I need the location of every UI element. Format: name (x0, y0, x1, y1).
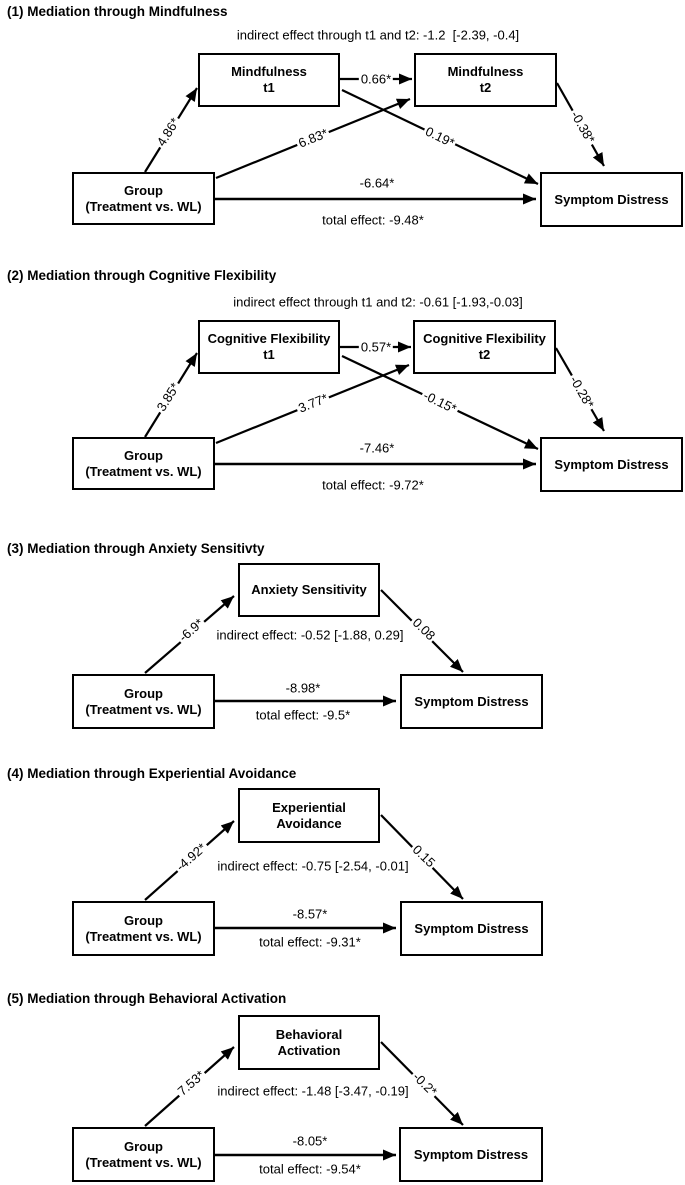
panel-2-cognitive-flexibility-t2-box: Cognitive Flexibility t2 (413, 320, 556, 374)
panel-3-indirect-effect-label: indirect effect: -0.52 [-1.88, 0.29] (216, 627, 404, 643)
panel-3-total-effect-label: total effect: -9.5* (255, 707, 351, 723)
panel-3-symptom-distress-box: Symptom Distress (400, 674, 543, 729)
panel-2-cognitive-flexibility-t1-box: Cognitive Flexibility t1 (198, 320, 340, 374)
panel-1-mindfulness-t1-box: Mindfulness t1 (198, 53, 340, 107)
panel-2-symptom-distress-box: Symptom Distress (540, 437, 683, 492)
panel-1-mindfulness-t2-box: Mindfulness t2 (414, 53, 557, 107)
panel-1-symptom-distress-box: Symptom Distress (540, 172, 683, 227)
panel-4-direct-effect-label: -8.57* (292, 906, 328, 922)
panel-4-symptom-distress-box: Symptom Distress (400, 901, 543, 956)
panel-5-symptom-distress-box: Symptom Distress (399, 1127, 543, 1182)
panel-5-indirect-effect-label: indirect effect: -1.48 [-3.47, -0.19] (217, 1083, 409, 1099)
panel-2-path-t1-t2-label: 0.57* (358, 339, 394, 355)
panel-4-group-box: Group (Treatment vs. WL) (72, 901, 215, 956)
panel-2-direct-effect-label: -7.46* (359, 440, 395, 456)
panel-1-indirect-effect-label: indirect effect through t1 and t2: -1.2 … (236, 27, 520, 43)
panel-3-group-box: Group (Treatment vs. WL) (72, 674, 215, 729)
panel-1-group-box: Group (Treatment vs. WL) (72, 172, 215, 225)
panel-5-total-effect-label: total effect: -9.54* (259, 1161, 361, 1177)
panel-5-direct-effect-label: -8.05* (292, 1133, 328, 1149)
panel-1-total-effect-label: total effect: -9.48* (322, 212, 424, 228)
panel-2-group-box: Group (Treatment vs. WL) (72, 437, 215, 490)
panel-5-title: (5) Mediation through Behavioral Activat… (7, 991, 287, 1006)
panel-1-direct-effect-label: -6.64* (359, 175, 395, 191)
panel-5-behavioral-activation-box: Behavioral Activation (238, 1015, 380, 1070)
panel-3-direct-effect-label: -8.98* (285, 680, 321, 696)
panel-4-total-effect-label: total effect: -9.31* (259, 934, 361, 950)
panel-2-title: (2) Mediation through Cognitive Flexibil… (7, 268, 277, 283)
panel-4-title: (4) Mediation through Experiential Avoid… (7, 766, 297, 781)
panel-1-title: (1) Mediation through Mindfulness (7, 4, 228, 19)
panel-3-anxiety-sensitivity-box: Anxiety Sensitivity (238, 563, 380, 617)
panel-5-group-box: Group (Treatment vs. WL) (72, 1127, 215, 1182)
panel-3-title: (3) Mediation through Anxiety Sensitivty (7, 541, 265, 556)
panel-4-indirect-effect-label: indirect effect: -0.75 [-2.54, -0.01] (217, 858, 409, 874)
panel-1-path-t1-t2-label: 0.66* (358, 71, 394, 87)
panel-4-experiential-avoidance-box: Experiential Avoidance (238, 788, 380, 843)
panel-2-total-effect-label: total effect: -9.72* (322, 477, 424, 493)
panel-2-indirect-effect-label: indirect effect through t1 and t2: -0.61… (233, 294, 523, 310)
